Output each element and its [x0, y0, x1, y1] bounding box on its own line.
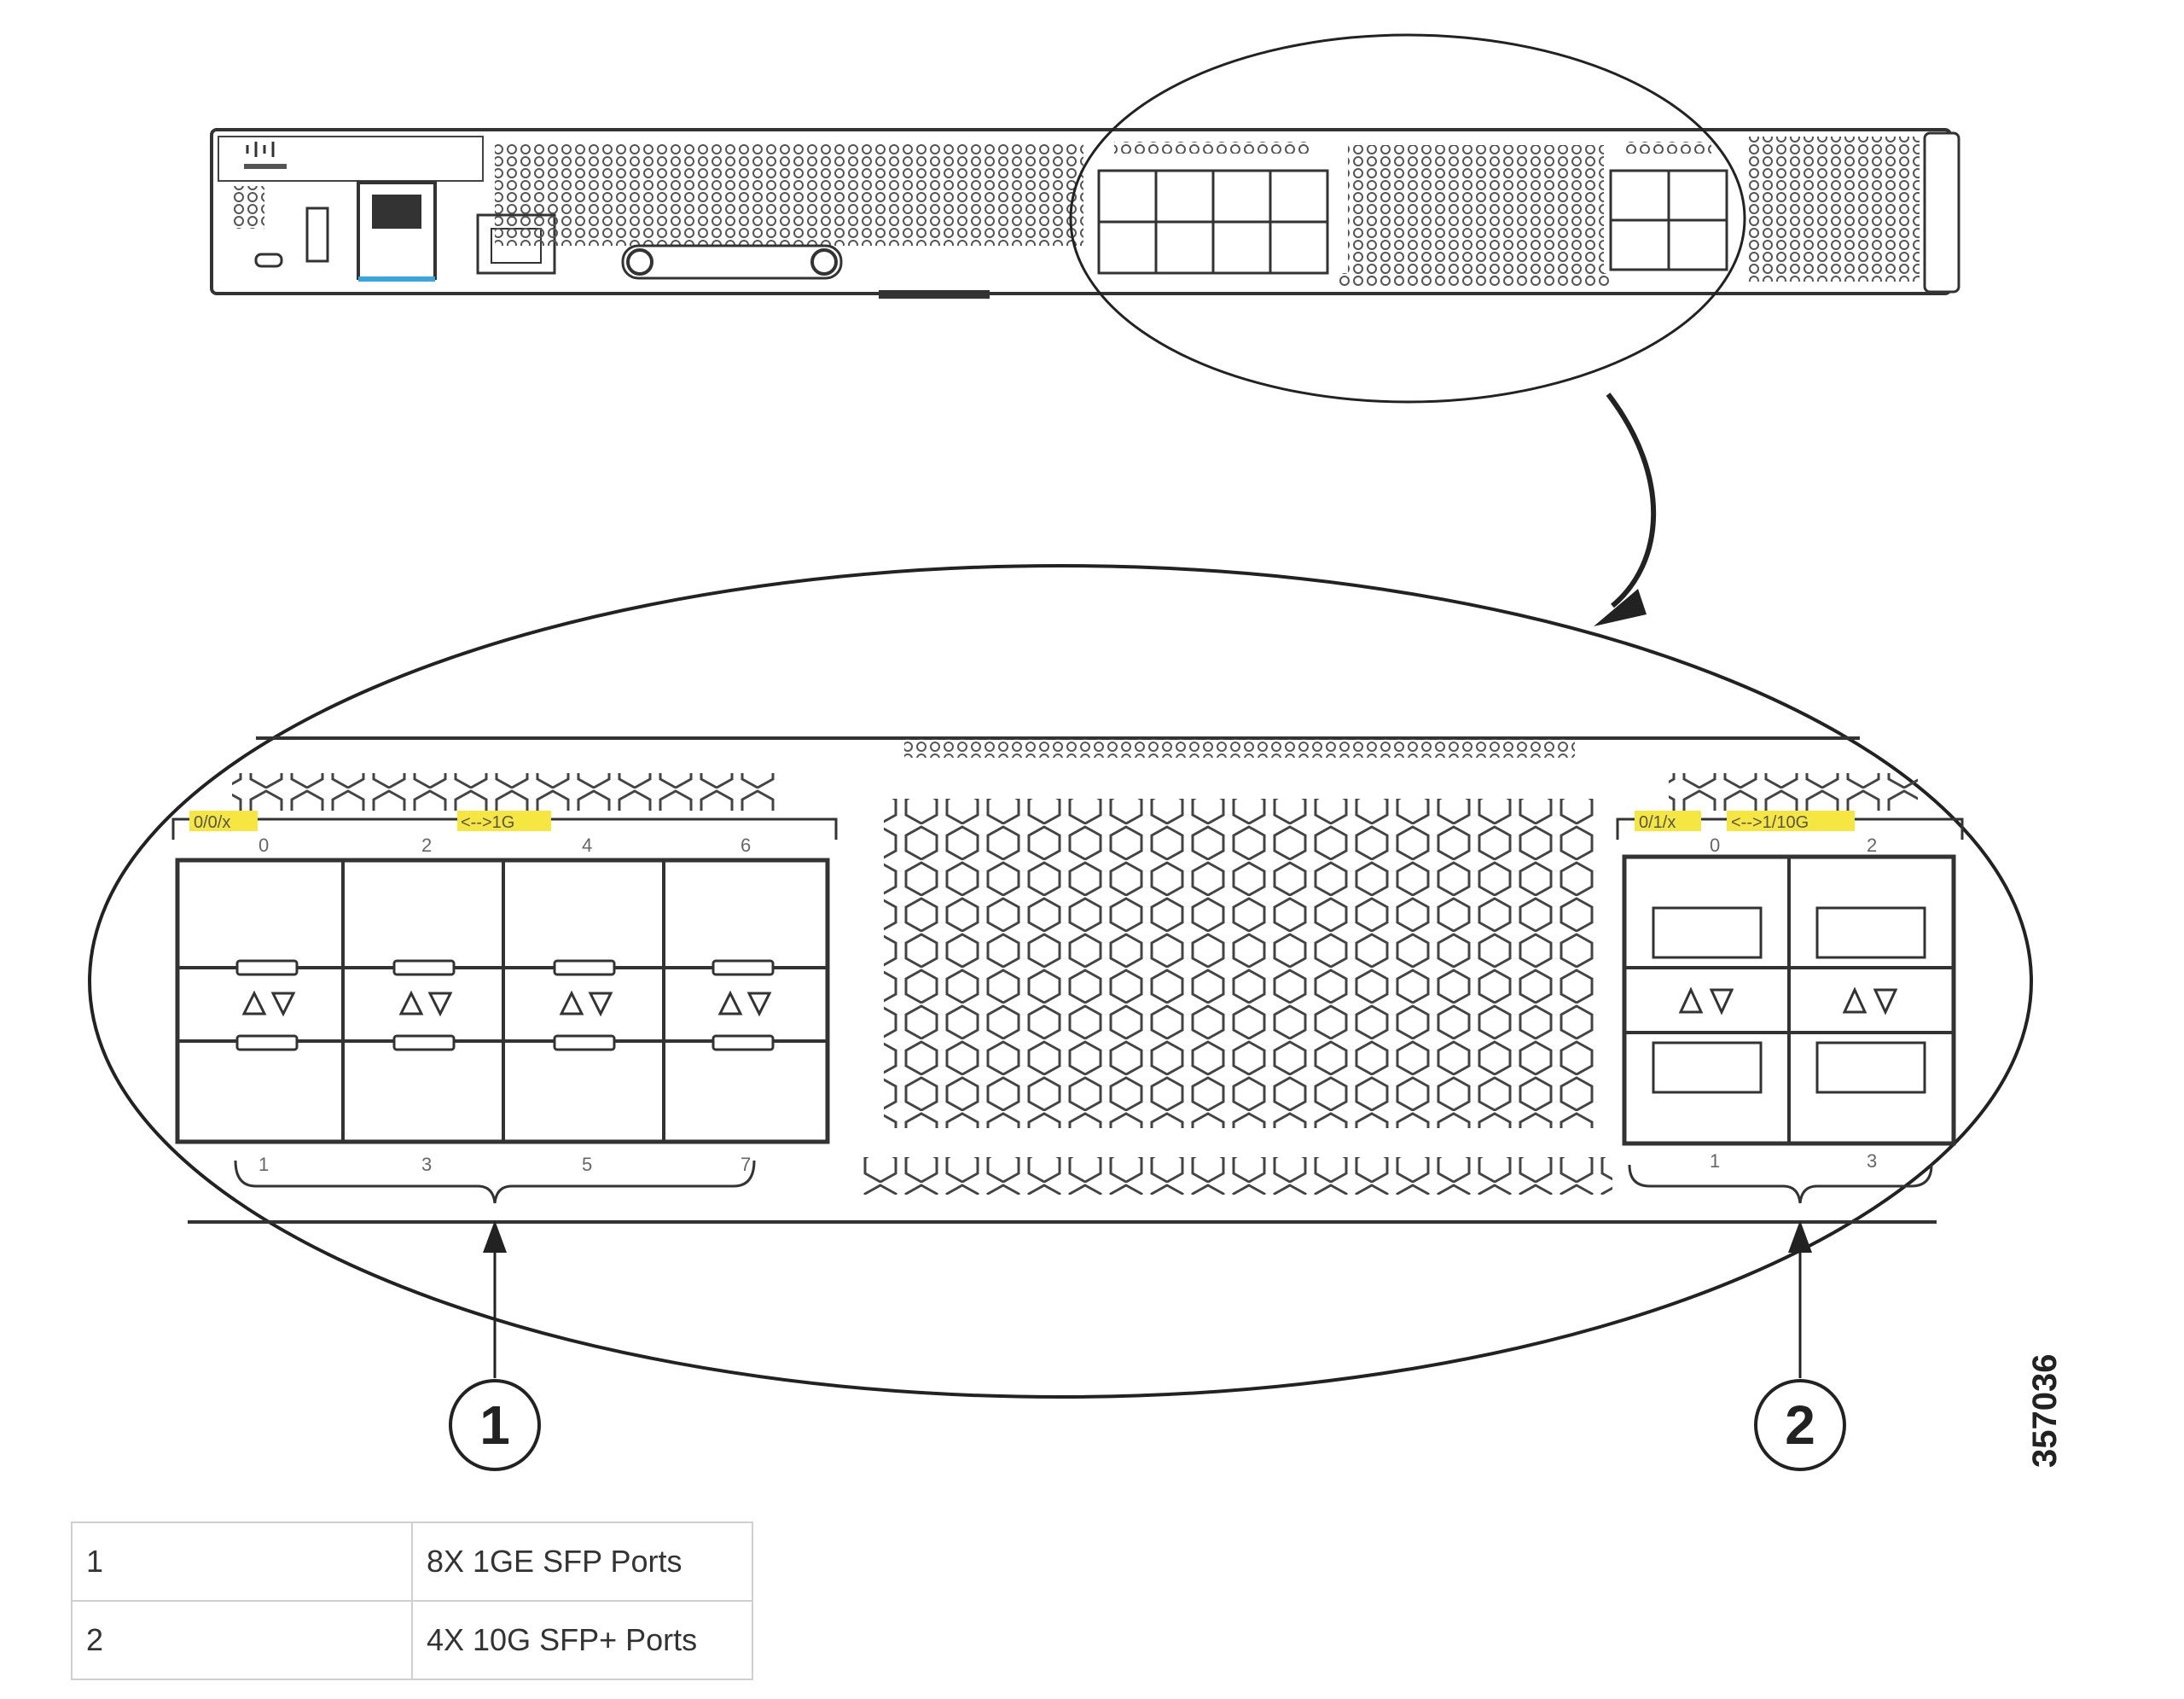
legend-number: 2 — [71, 1600, 413, 1680]
port-number-5: 5 — [582, 1154, 592, 1175]
group-2-brace — [1628, 1164, 1933, 1204]
zoom-source-ellipse — [1069, 33, 1746, 404]
legend-description: 4X 10G SFP+ Ports — [411, 1600, 753, 1680]
slot-label-0-0-x: 0/0/x — [194, 813, 230, 832]
cisco-logo-icon — [244, 142, 287, 169]
callout-2: 2 — [1754, 1220, 1846, 1471]
vent-grille — [884, 799, 1595, 1128]
callout-1-number: 1 — [479, 1394, 510, 1456]
legend-description: 8X 1GE SFP Ports — [411, 1522, 753, 1602]
sfp-1g-port-cage — [175, 858, 830, 1144]
callout-2-number: 2 — [1785, 1394, 1815, 1456]
figure-id: 357036 — [2026, 1354, 2064, 1468]
sfp-plus-10g-port-cage — [1622, 854, 1956, 1146]
speed-label-1g-highlight — [457, 811, 551, 831]
magnified-view: 0/0/x <-->1G 0 2 4 6 — [88, 564, 2033, 1399]
zoom-arrow — [1594, 393, 1657, 626]
legend-number: 1 — [71, 1522, 413, 1602]
table-row: 1 8X 1GE SFP Ports — [71, 1522, 753, 1602]
callout-1: 1 — [449, 1220, 541, 1471]
speed-label-10g-highlight — [1727, 811, 1855, 831]
port-number-4: 4 — [582, 835, 592, 856]
port-plus-number-1: 1 — [1710, 1150, 1720, 1172]
port-plus-number-0: 0 — [1710, 835, 1720, 856]
speed-label-10g: <-->1/10G — [1731, 813, 1809, 832]
slot-label-0-1-x-highlight — [1635, 811, 1701, 831]
port-number-1: 1 — [258, 1154, 269, 1175]
table-row: 2 4X 10G SFP+ Ports — [71, 1600, 753, 1680]
port-number-0: 0 — [258, 835, 269, 856]
port-number-7: 7 — [741, 1154, 751, 1175]
speed-label-1g: <-->1G — [461, 813, 514, 832]
port-number-6: 6 — [741, 835, 751, 856]
chassis-front-view — [210, 128, 1960, 299]
port-plus-number-2: 2 — [1867, 835, 1877, 856]
port-plus-number-3: 3 — [1867, 1150, 1877, 1172]
port-number-3: 3 — [421, 1154, 432, 1175]
port-number-2: 2 — [421, 835, 432, 856]
slot-label-0-1-x: 0/1/x — [1639, 813, 1676, 832]
group-1-brace — [234, 1160, 756, 1204]
slot-label-0-0-x-highlight — [189, 811, 258, 831]
callout-legend-table: 1 8X 1GE SFP Ports 2 4X 10G SFP+ Ports — [71, 1522, 753, 1680]
router-front-panel-diagram: 0/0/x <-->1G 0 2 4 6 — [88, 33, 2064, 1471]
